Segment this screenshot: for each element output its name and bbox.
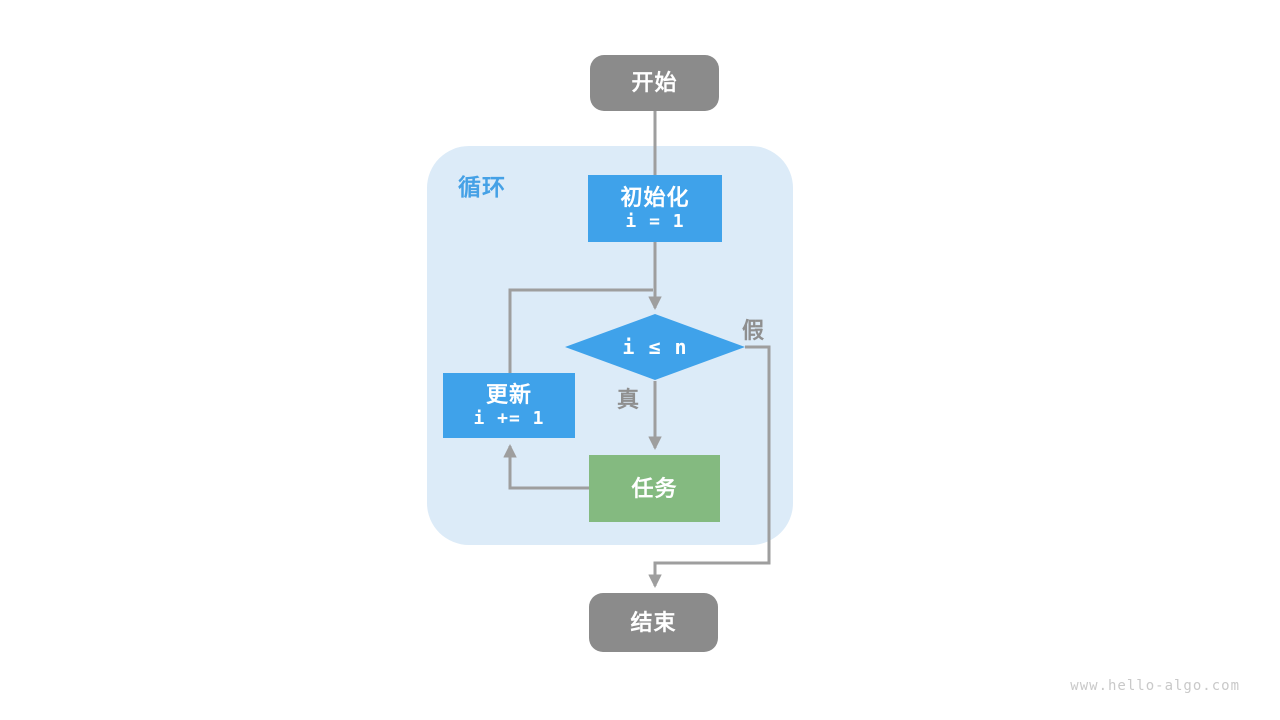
end-node: 结束 [589,593,718,652]
condition-node-label: i ≤ n [622,334,688,359]
end-node-label: 结束 [630,609,677,635]
edge-label-true: 真 [616,387,640,412]
edge-label-false: 假 [741,318,765,343]
start-node: 开始 [590,55,719,111]
update-node-title: 更新 [485,381,532,407]
init-node-code: i = 1 [625,211,685,232]
update-node: 更新 i += 1 [443,373,575,438]
init-node: 初始化 i = 1 [588,175,722,242]
task-node-label: 任务 [631,475,678,501]
loop-label: 循环 [458,174,506,200]
start-node-label: 开始 [631,70,678,96]
task-node: 任务 [589,455,720,522]
watermark: www.hello-algo.com [1070,678,1240,694]
init-node-title: 初始化 [620,184,690,210]
update-node-code: i += 1 [473,408,545,429]
